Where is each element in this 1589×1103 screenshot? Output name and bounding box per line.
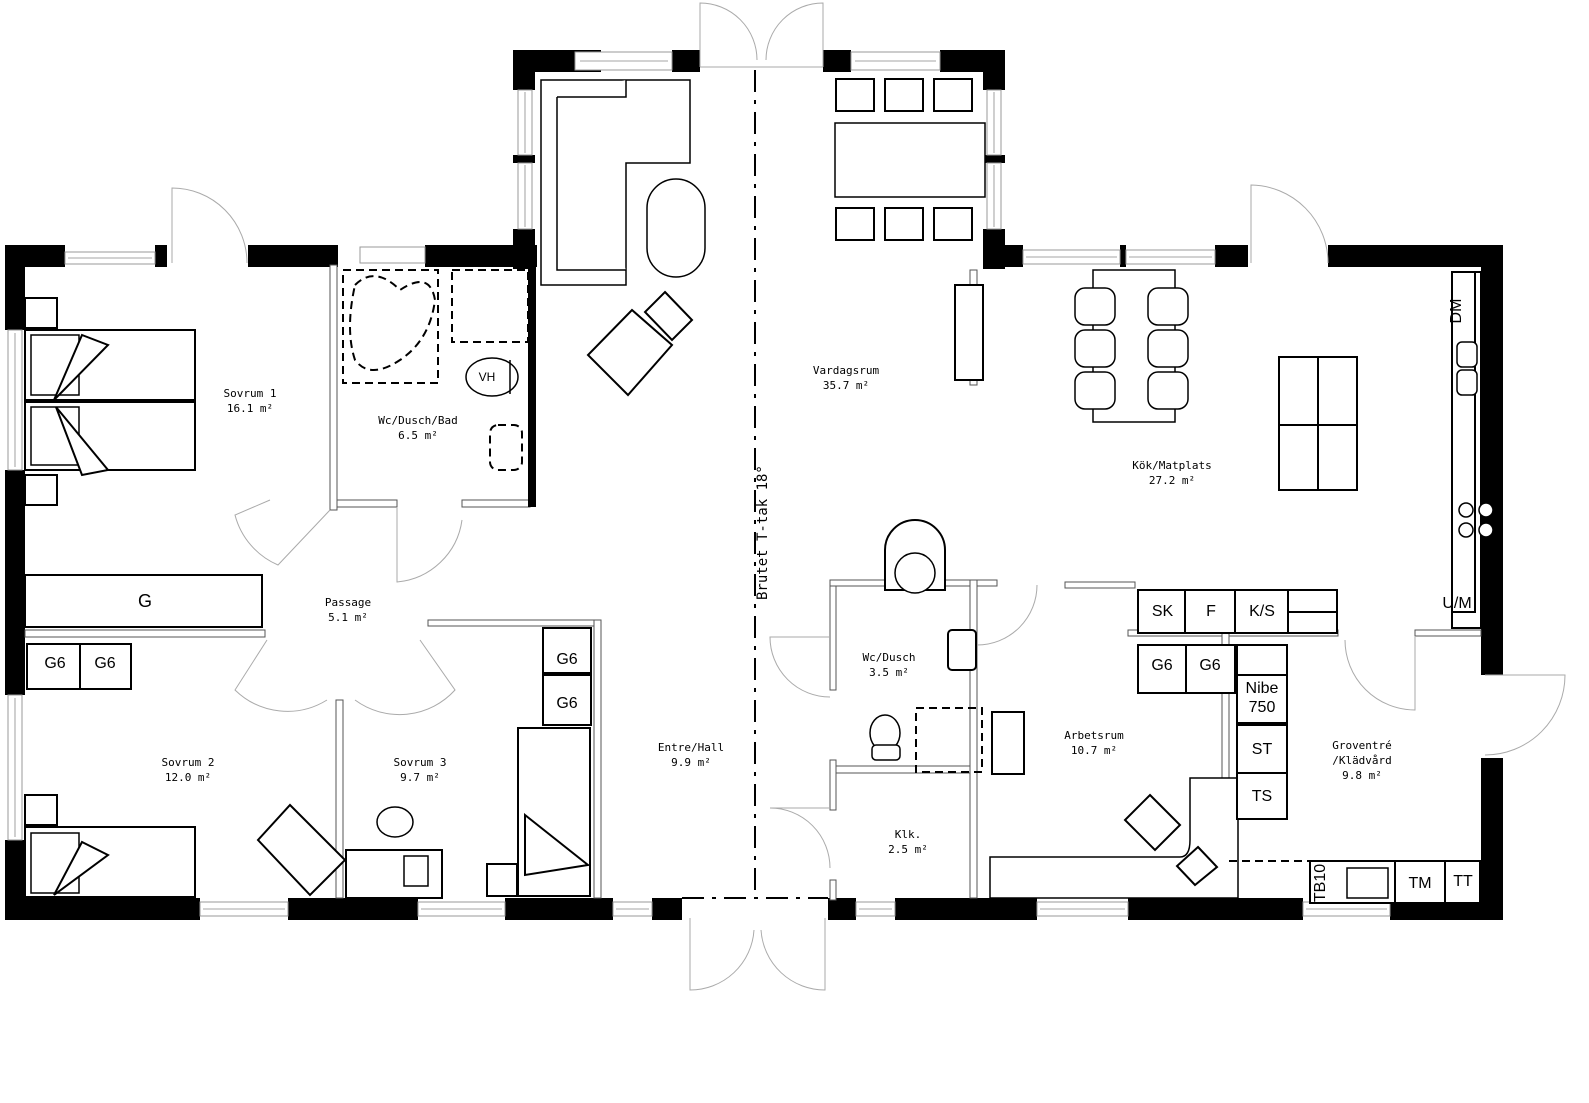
wc-dusch-fixtures xyxy=(869,629,1025,775)
kitchen-furniture xyxy=(884,269,1494,629)
wardrobe-g-label: G xyxy=(137,590,152,611)
sovrum1-furniture xyxy=(24,297,263,628)
cabinet-g6-label: G6 xyxy=(556,694,578,712)
sovrum2-furniture xyxy=(24,643,347,898)
bathroom-fixtures xyxy=(342,269,529,471)
cabinet-g6-label: G6 xyxy=(94,654,116,672)
groventre-furniture xyxy=(1229,674,1481,904)
sk-label: SK xyxy=(1151,602,1174,620)
arbetsrum-furniture xyxy=(989,589,1338,899)
cabinet-g6-label: G6 xyxy=(1151,656,1173,674)
interior-doors xyxy=(234,499,1416,869)
ks-label: K/S xyxy=(1249,602,1275,620)
ridge-label: Brutet T-tak 18° xyxy=(755,465,771,600)
st-label: ST xyxy=(1251,740,1273,758)
room-label-klk: Klk.2.5 m² xyxy=(888,828,928,856)
lounge-furniture xyxy=(540,79,706,397)
cabinet-g6-label: G6 xyxy=(1199,656,1221,674)
ts-label: TS xyxy=(1251,787,1273,805)
um-label: U/M xyxy=(1442,594,1472,612)
cabinet-g6-label: G6 xyxy=(44,654,66,672)
tb10-label: TB10 xyxy=(1311,863,1329,903)
tm-label: TM xyxy=(1408,874,1432,892)
dishwasher-label: DM xyxy=(1447,298,1465,324)
vardagsrum-furniture xyxy=(834,78,986,381)
f-label: F xyxy=(1206,602,1216,620)
exterior-doors xyxy=(171,2,1566,991)
nibe-label: Nibe 750 xyxy=(1245,680,1279,716)
exterior-walls xyxy=(5,50,1503,920)
sovrum3-furniture xyxy=(345,627,592,899)
cabinet-g6-label: G6 xyxy=(556,650,578,668)
tt-label: TT xyxy=(1453,872,1473,890)
vh-label: VH xyxy=(478,369,496,384)
windows xyxy=(7,51,1391,917)
